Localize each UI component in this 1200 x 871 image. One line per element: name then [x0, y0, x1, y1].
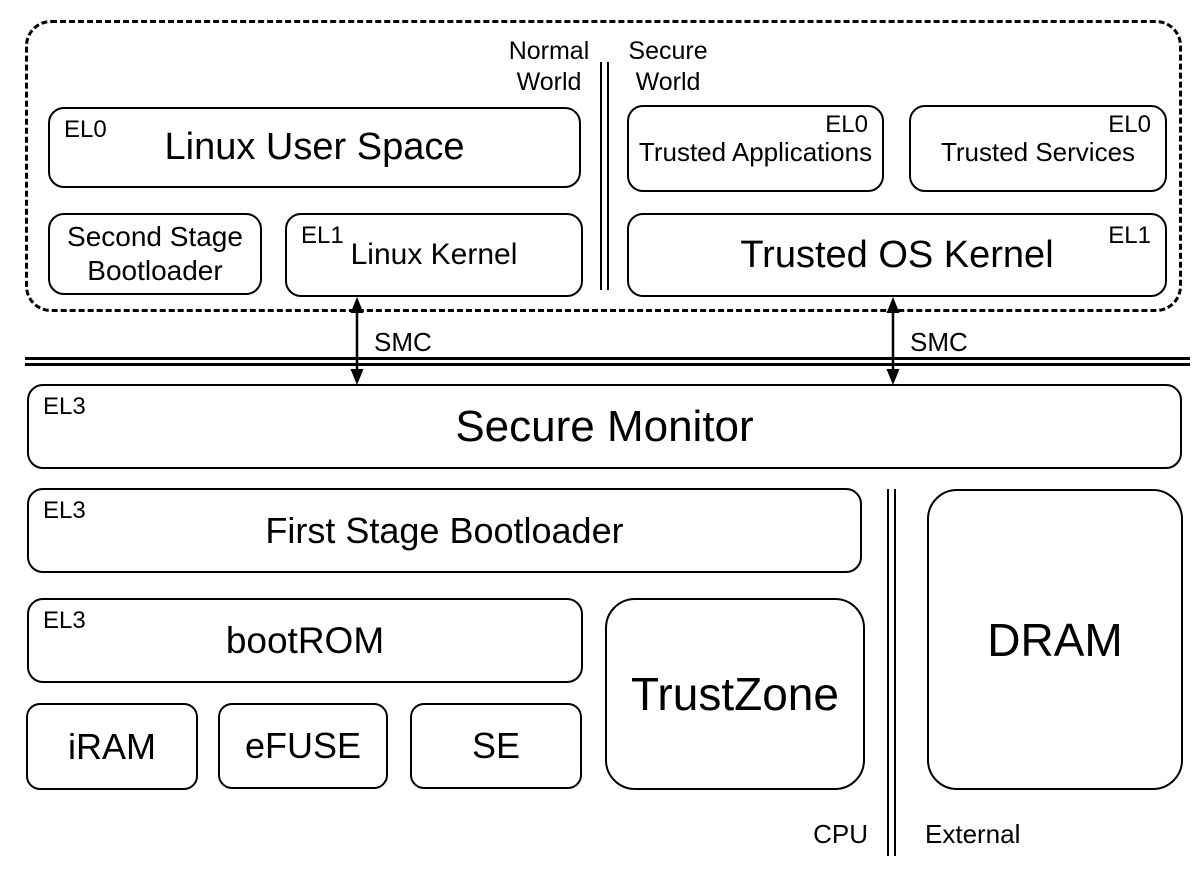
trusted-applications-label: Trusted Applications [638, 137, 873, 167]
box-first-stage-bootloader: EL3 First Stage Bootloader [27, 488, 862, 573]
el1-badge: EL1 [301, 222, 344, 249]
box-se: SE [410, 703, 582, 789]
box-iram: iRAM [26, 703, 198, 790]
smc-arrow-right-icon [886, 297, 900, 385]
smc-label-right: SMC [910, 327, 968, 357]
second-stage-bootloader-label: Second Stage Bootloader [67, 220, 243, 288]
secure-world-line1: Secure [628, 37, 708, 65]
linux-user-space-label: Linux User Space [164, 126, 465, 168]
iram-label: iRAM [68, 725, 156, 767]
smc-arrow-left-icon [350, 297, 364, 385]
efuse-label: eFUSE [244, 725, 362, 766]
second-stage-line2: Bootloader [87, 255, 223, 286]
cpu-external-divider-line [887, 489, 896, 856]
box-linux-kernel: EL1 Linux Kernel [285, 213, 583, 297]
linux-kernel-label: Linux Kernel [350, 238, 518, 271]
se-label: SE [471, 725, 521, 766]
box-dram: DRAM [927, 489, 1183, 790]
trusted-os-kernel-label: Trusted OS Kernel [740, 233, 1054, 276]
box-bootrom: EL3 bootROM [27, 598, 583, 683]
second-stage-line1: Second Stage [67, 221, 243, 252]
trustzone-label: TrustZone [631, 668, 839, 720]
box-linux-user-space: EL0 Linux User Space [48, 107, 581, 188]
cpu-zone-label: CPU [813, 819, 868, 849]
el3-badge: EL3 [43, 393, 86, 420]
first-stage-bootloader-label: First Stage Bootloader [265, 509, 624, 551]
el3-badge: EL3 [43, 607, 86, 634]
box-trustzone: TrustZone [605, 598, 865, 790]
external-zone-label: External [925, 819, 1021, 849]
trusted-services-label: Trusted Services [940, 137, 1136, 167]
bootrom-label: bootROM [225, 619, 385, 661]
world-divider-line [600, 62, 609, 290]
smc-label-left: SMC [374, 327, 432, 357]
box-trusted-applications: EL0 Trusted Applications [627, 105, 884, 192]
box-secure-monitor: EL3 Secure Monitor [27, 384, 1182, 469]
dram-label: DRAM [987, 613, 1123, 666]
monitor-separator-line [25, 357, 1190, 366]
normal-world-line1: Normal [508, 37, 590, 65]
secure-world-label: Secure World [612, 36, 724, 98]
el0-badge: EL0 [1108, 111, 1151, 138]
box-second-stage-bootloader: Second Stage Bootloader [48, 213, 262, 295]
box-trusted-os-kernel: EL1 Trusted OS Kernel [627, 213, 1167, 297]
el3-badge: EL3 [43, 497, 86, 524]
el0-badge: EL0 [825, 111, 868, 138]
el1-badge: EL1 [1108, 222, 1151, 249]
normal-world-line2: World [516, 68, 582, 96]
secure-world-line2: World [635, 68, 701, 96]
box-efuse: eFUSE [218, 703, 388, 789]
secure-monitor-label: Secure Monitor [455, 401, 754, 451]
el0-badge: EL0 [64, 116, 107, 143]
normal-world-label: Normal World [490, 36, 608, 98]
box-trusted-services: EL0 Trusted Services [909, 105, 1167, 192]
